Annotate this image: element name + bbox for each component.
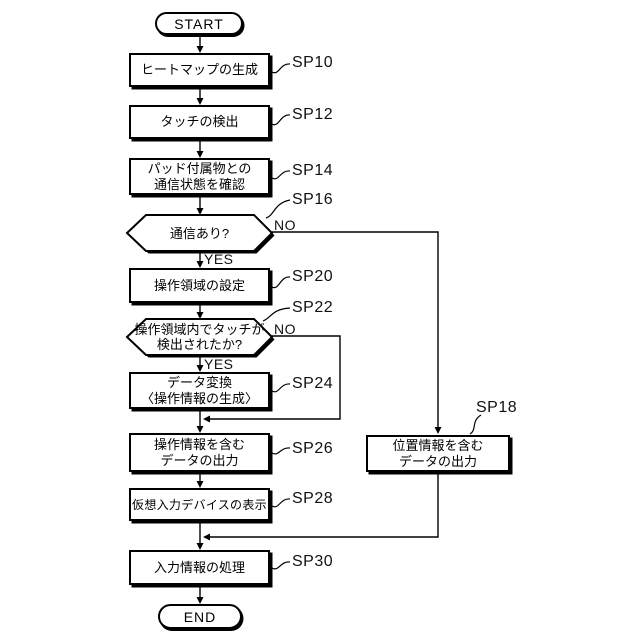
process-sp14: パッド付属物との 通信状態を確認 bbox=[129, 158, 270, 195]
decision-sp22-text: 操作領域内でタッチが 検出されたか? bbox=[134, 322, 265, 352]
process-sp10-text: ヒートマップの生成 bbox=[140, 62, 258, 77]
process-sp24: データ変換 〈操作情報の生成〉 bbox=[129, 372, 270, 409]
branch-no-sp22-line bbox=[209, 335, 341, 420]
terminal-start-label: START bbox=[174, 15, 224, 32]
step-label-sp20: SP20 bbox=[292, 268, 334, 285]
branch-yes-sp22: YES bbox=[204, 356, 234, 372]
process-sp10: ヒートマップの生成 bbox=[129, 53, 270, 87]
process-sp20-text: 操作領域の設定 bbox=[153, 277, 245, 293]
process-sp30-text: 入力情報の処理 bbox=[153, 559, 245, 575]
hexagon-shape bbox=[125, 214, 275, 254]
step-label-sp28: SP28 bbox=[292, 490, 334, 507]
sp18-output-line bbox=[209, 472, 439, 538]
connector-lines bbox=[199, 34, 439, 599]
hexagon-shape bbox=[125, 318, 275, 358]
leader-lines bbox=[262, 63, 482, 570]
branch-no-sp16: NO bbox=[274, 217, 296, 233]
process-sp24-text: データ変換 〈操作情報の生成〉 bbox=[140, 374, 258, 406]
step-label-sp24: SP24 bbox=[292, 375, 334, 392]
process-sp30: 入力情報の処理 bbox=[129, 550, 270, 585]
process-sp26-text: 操作情報を含む データの出力 bbox=[153, 436, 245, 468]
step-label-sp12: SP12 bbox=[292, 106, 334, 123]
terminal-start: START bbox=[155, 12, 243, 35]
process-sp28: 仮想入力デバイスの表示 bbox=[129, 488, 270, 521]
arrowheads bbox=[196, 46, 442, 604]
step-label-sp10: SP10 bbox=[292, 54, 334, 71]
process-sp12-text: タッチの検出 bbox=[160, 114, 239, 129]
decision-sp16-text: 通信あり? bbox=[169, 225, 230, 241]
decision-sp22: 操作領域内でタッチが 検出されたか? bbox=[125, 318, 275, 358]
step-label-sp26: SP26 bbox=[292, 440, 334, 457]
step-label-sp18: SP18 bbox=[476, 399, 518, 416]
step-label-sp16: SP16 bbox=[292, 191, 334, 208]
process-sp18: 位置情報を含む データの出力 bbox=[366, 435, 510, 472]
process-sp20: 操作領域の設定 bbox=[129, 268, 270, 303]
step-label-sp30: SP30 bbox=[292, 553, 334, 570]
terminal-end-label: END bbox=[183, 608, 217, 625]
branch-no-sp22: NO bbox=[274, 321, 296, 337]
process-sp26: 操作情報を含む データの出力 bbox=[129, 433, 270, 472]
step-label-sp14: SP14 bbox=[292, 162, 334, 179]
branch-yes-sp16: YES bbox=[204, 251, 234, 267]
decision-sp16: 通信あり? bbox=[125, 214, 275, 254]
branch-no-sp16-line bbox=[271, 231, 439, 428]
terminal-end: END bbox=[158, 604, 242, 629]
process-sp28-text: 仮想入力デバイスの表示 bbox=[132, 497, 267, 512]
step-label-sp22: SP22 bbox=[292, 299, 334, 316]
process-sp18-text: 位置情報を含む データの出力 bbox=[392, 437, 484, 469]
process-sp12: タッチの検出 bbox=[129, 105, 270, 139]
process-sp14-text: パッド付属物との 通信状態を確認 bbox=[147, 160, 252, 192]
